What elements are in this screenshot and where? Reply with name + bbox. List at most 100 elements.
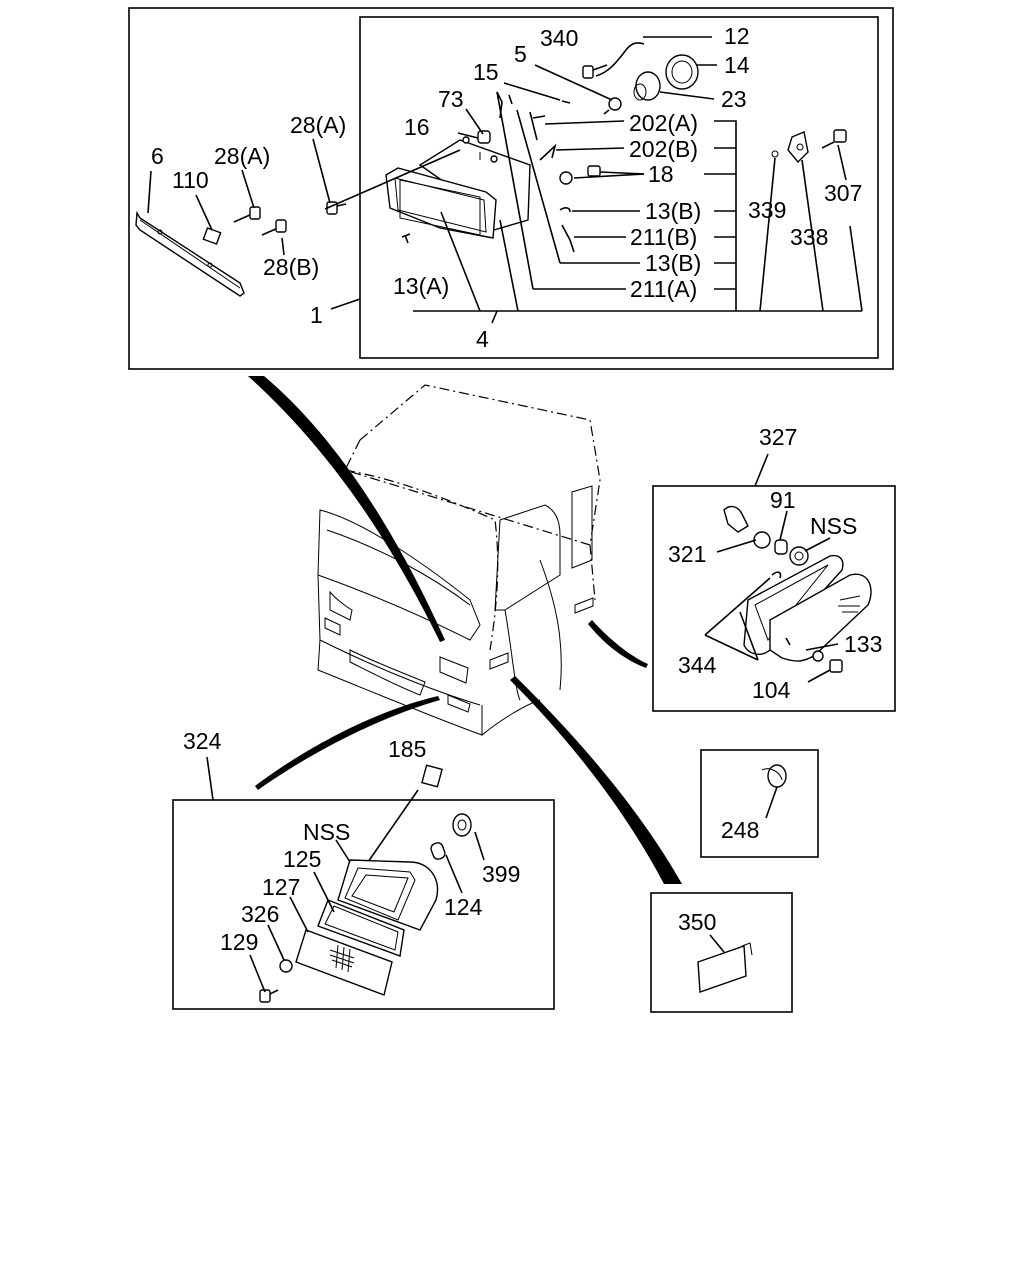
part-18-nut	[559, 171, 573, 185]
label-13a: 13(A)	[393, 273, 449, 299]
part-350-group	[650, 892, 793, 1013]
label-1: 1	[310, 302, 323, 328]
front-turn-lamp-assembly	[172, 756, 555, 1010]
label-327: 327	[759, 424, 797, 450]
label-125: 125	[283, 846, 321, 872]
label-399: 399	[482, 861, 520, 887]
label-104: 104	[752, 677, 791, 703]
cab-headlamp-right	[439, 656, 469, 684]
label-124: 124	[444, 894, 483, 920]
part-nss-housing	[337, 859, 439, 931]
part-185-clip	[421, 764, 443, 788]
part-23-boot	[633, 71, 661, 101]
label-185: 185	[388, 736, 426, 762]
label-248: 248	[721, 817, 759, 843]
label-321: 321	[668, 541, 706, 567]
label-nss-front: NSS	[303, 819, 350, 845]
part-344-lamp	[743, 554, 872, 662]
labels: 12 14 23 340 5 15 73 16 28(A) 28(A) 6 11…	[151, 23, 882, 955]
label-324: 324	[183, 728, 222, 754]
part-133-pin	[785, 637, 791, 646]
bolt-28b	[261, 219, 287, 236]
part-133-washer	[812, 650, 824, 662]
part-125-gasket	[317, 899, 405, 957]
label-129: 129	[220, 929, 258, 955]
label-12: 12	[724, 23, 750, 49]
label-133: 133	[844, 631, 882, 657]
part-248-frame	[700, 749, 819, 858]
part-91-bulb	[774, 539, 788, 555]
part-326-washer	[279, 959, 293, 973]
part-nss-gasket-side	[789, 546, 809, 566]
label-14: 14	[724, 52, 750, 78]
headlamp-assembly-group	[128, 7, 894, 370]
label-91: 91	[770, 487, 796, 513]
label-23: 23	[721, 86, 747, 112]
cab-headlamp-left	[329, 590, 353, 621]
part-350-frame	[650, 892, 793, 1013]
label-339: 339	[748, 197, 786, 223]
part-248-group	[700, 749, 819, 858]
leader-lines-top	[147, 36, 863, 324]
part-124-bulb	[430, 842, 446, 860]
part-110-clip	[202, 227, 222, 245]
front-turn-lamp-frame	[172, 799, 555, 1010]
part-18-screw	[587, 165, 601, 177]
part-321-socket	[723, 505, 771, 549]
part-307-bolt	[821, 129, 847, 149]
headlamp-outer-frame	[128, 7, 894, 370]
part-104-screw	[829, 659, 843, 673]
label-202b: 202(B)	[629, 136, 698, 162]
label-nss-side: NSS	[810, 513, 857, 539]
label-344: 344	[678, 652, 717, 678]
part-15-pin	[561, 100, 571, 104]
label-73: 73	[438, 86, 464, 112]
label-13b-upper: 13(B)	[645, 198, 701, 224]
part-14-ring	[665, 54, 699, 90]
part-129-screw	[259, 989, 279, 1003]
part-73-screw	[477, 130, 491, 144]
truck-cab	[317, 384, 601, 737]
side-lamp-frame	[652, 485, 896, 712]
part-12-wire	[595, 42, 645, 77]
headlamp-body	[385, 136, 531, 239]
label-350: 350	[678, 909, 716, 935]
label-202a: 202(A)	[629, 110, 698, 136]
headlamp-inner-frame	[359, 16, 879, 359]
label-110: 110	[172, 167, 209, 193]
label-5: 5	[514, 41, 527, 67]
label-15: 15	[473, 59, 499, 85]
part-248-grommet	[767, 764, 787, 788]
label-6: 6	[151, 143, 164, 169]
label-18: 18	[648, 161, 674, 187]
callout-arrows	[248, 376, 682, 884]
label-326: 326	[241, 901, 279, 927]
part-339-washer	[771, 150, 779, 158]
label-127: 127	[262, 874, 300, 900]
label-340: 340	[540, 25, 578, 51]
label-16: 16	[404, 114, 430, 140]
part-399-socket	[452, 813, 472, 837]
part-6-bracket	[135, 210, 245, 297]
part-340-bolt	[582, 64, 608, 79]
label-211a: 211(A)	[630, 276, 697, 302]
label-307: 307	[824, 180, 862, 206]
part-338-bracket	[787, 131, 809, 164]
part-5-bulb	[603, 97, 622, 115]
label-13b-lower: 13(B)	[645, 250, 701, 276]
part-202a-adjuster	[529, 111, 546, 141]
label-28a-upper: 28(A)	[290, 112, 346, 138]
label-28a-lower: 28(A)	[214, 143, 270, 169]
part-211b-rod	[561, 224, 575, 253]
label-4: 4	[476, 326, 489, 352]
part-350-reflector	[697, 945, 747, 993]
part-202b-adjuster	[539, 143, 557, 161]
bolt-28a-left	[233, 206, 261, 223]
label-211b: 211(B)	[630, 224, 697, 250]
label-28b: 28(B)	[263, 254, 319, 280]
part-13b-clip-upper	[559, 207, 571, 213]
part-344-clip	[771, 571, 782, 579]
side-lamp-assembly	[652, 453, 896, 712]
part-13a-clip	[401, 233, 411, 244]
